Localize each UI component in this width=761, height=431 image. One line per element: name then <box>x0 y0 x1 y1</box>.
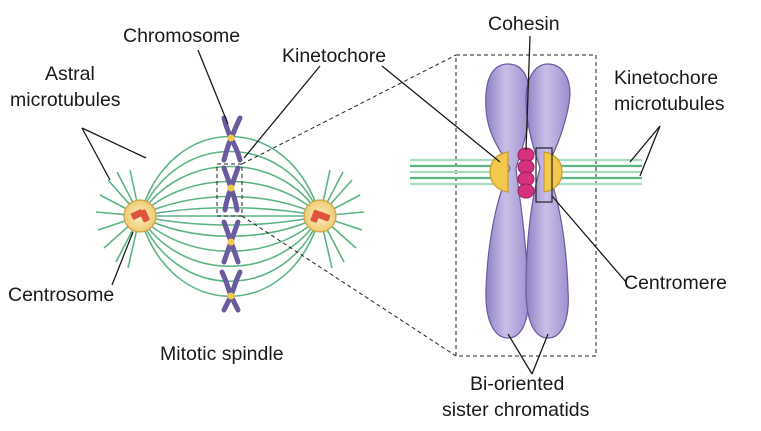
labels: Chromosome Astral microtubules Kinetocho… <box>8 13 727 421</box>
centrosome-left <box>123 199 157 233</box>
label-mitotic-spindle: Mitotic spindle <box>160 343 284 365</box>
label-kt-mt-line1: Kinetochore <box>614 67 718 89</box>
label-kt-mt-line2: microtubules <box>614 93 725 115</box>
label-centrosome: Centrosome <box>8 284 114 306</box>
label-centromere: Centromere <box>624 272 727 294</box>
cohesin-complex <box>517 147 535 199</box>
pointer-lines <box>81 35 661 375</box>
kinetochore-microtubules-right <box>552 158 642 186</box>
metaphase-chromosomes <box>219 115 243 313</box>
label-kinetochore: Kinetochore <box>282 45 386 67</box>
centromere-box <box>535 147 553 203</box>
chromosome-4 <box>219 269 243 313</box>
mitotic-spindle <box>95 115 365 313</box>
kinetochore-right <box>543 151 563 193</box>
sister-chromatid-right <box>525 63 571 339</box>
chromosome-1 <box>221 115 243 163</box>
zoom-panel-box <box>455 54 597 357</box>
kinetochore-microtubules-left <box>410 158 500 186</box>
sister-chromatid-left <box>485 63 531 339</box>
label-chromosome: Chromosome <box>123 25 240 47</box>
label-astral-line1: Astral <box>45 63 95 85</box>
chromosome-2 <box>221 165 241 213</box>
label-astral-line2: microtubules <box>10 89 121 111</box>
label-bi-oriented-line1: Bi-oriented <box>470 373 564 395</box>
kinetochore-left <box>489 151 509 193</box>
spindle-microtubules <box>139 135 321 297</box>
zoom-selection-box <box>216 163 243 217</box>
zoomed-chromosome <box>410 54 642 357</box>
label-bi-oriented-line2: sister chromatids <box>442 399 590 421</box>
chromosome-3 <box>221 219 241 265</box>
centrosome-right <box>303 199 337 233</box>
zoom-connectors <box>241 54 457 357</box>
label-cohesin: Cohesin <box>488 13 560 35</box>
